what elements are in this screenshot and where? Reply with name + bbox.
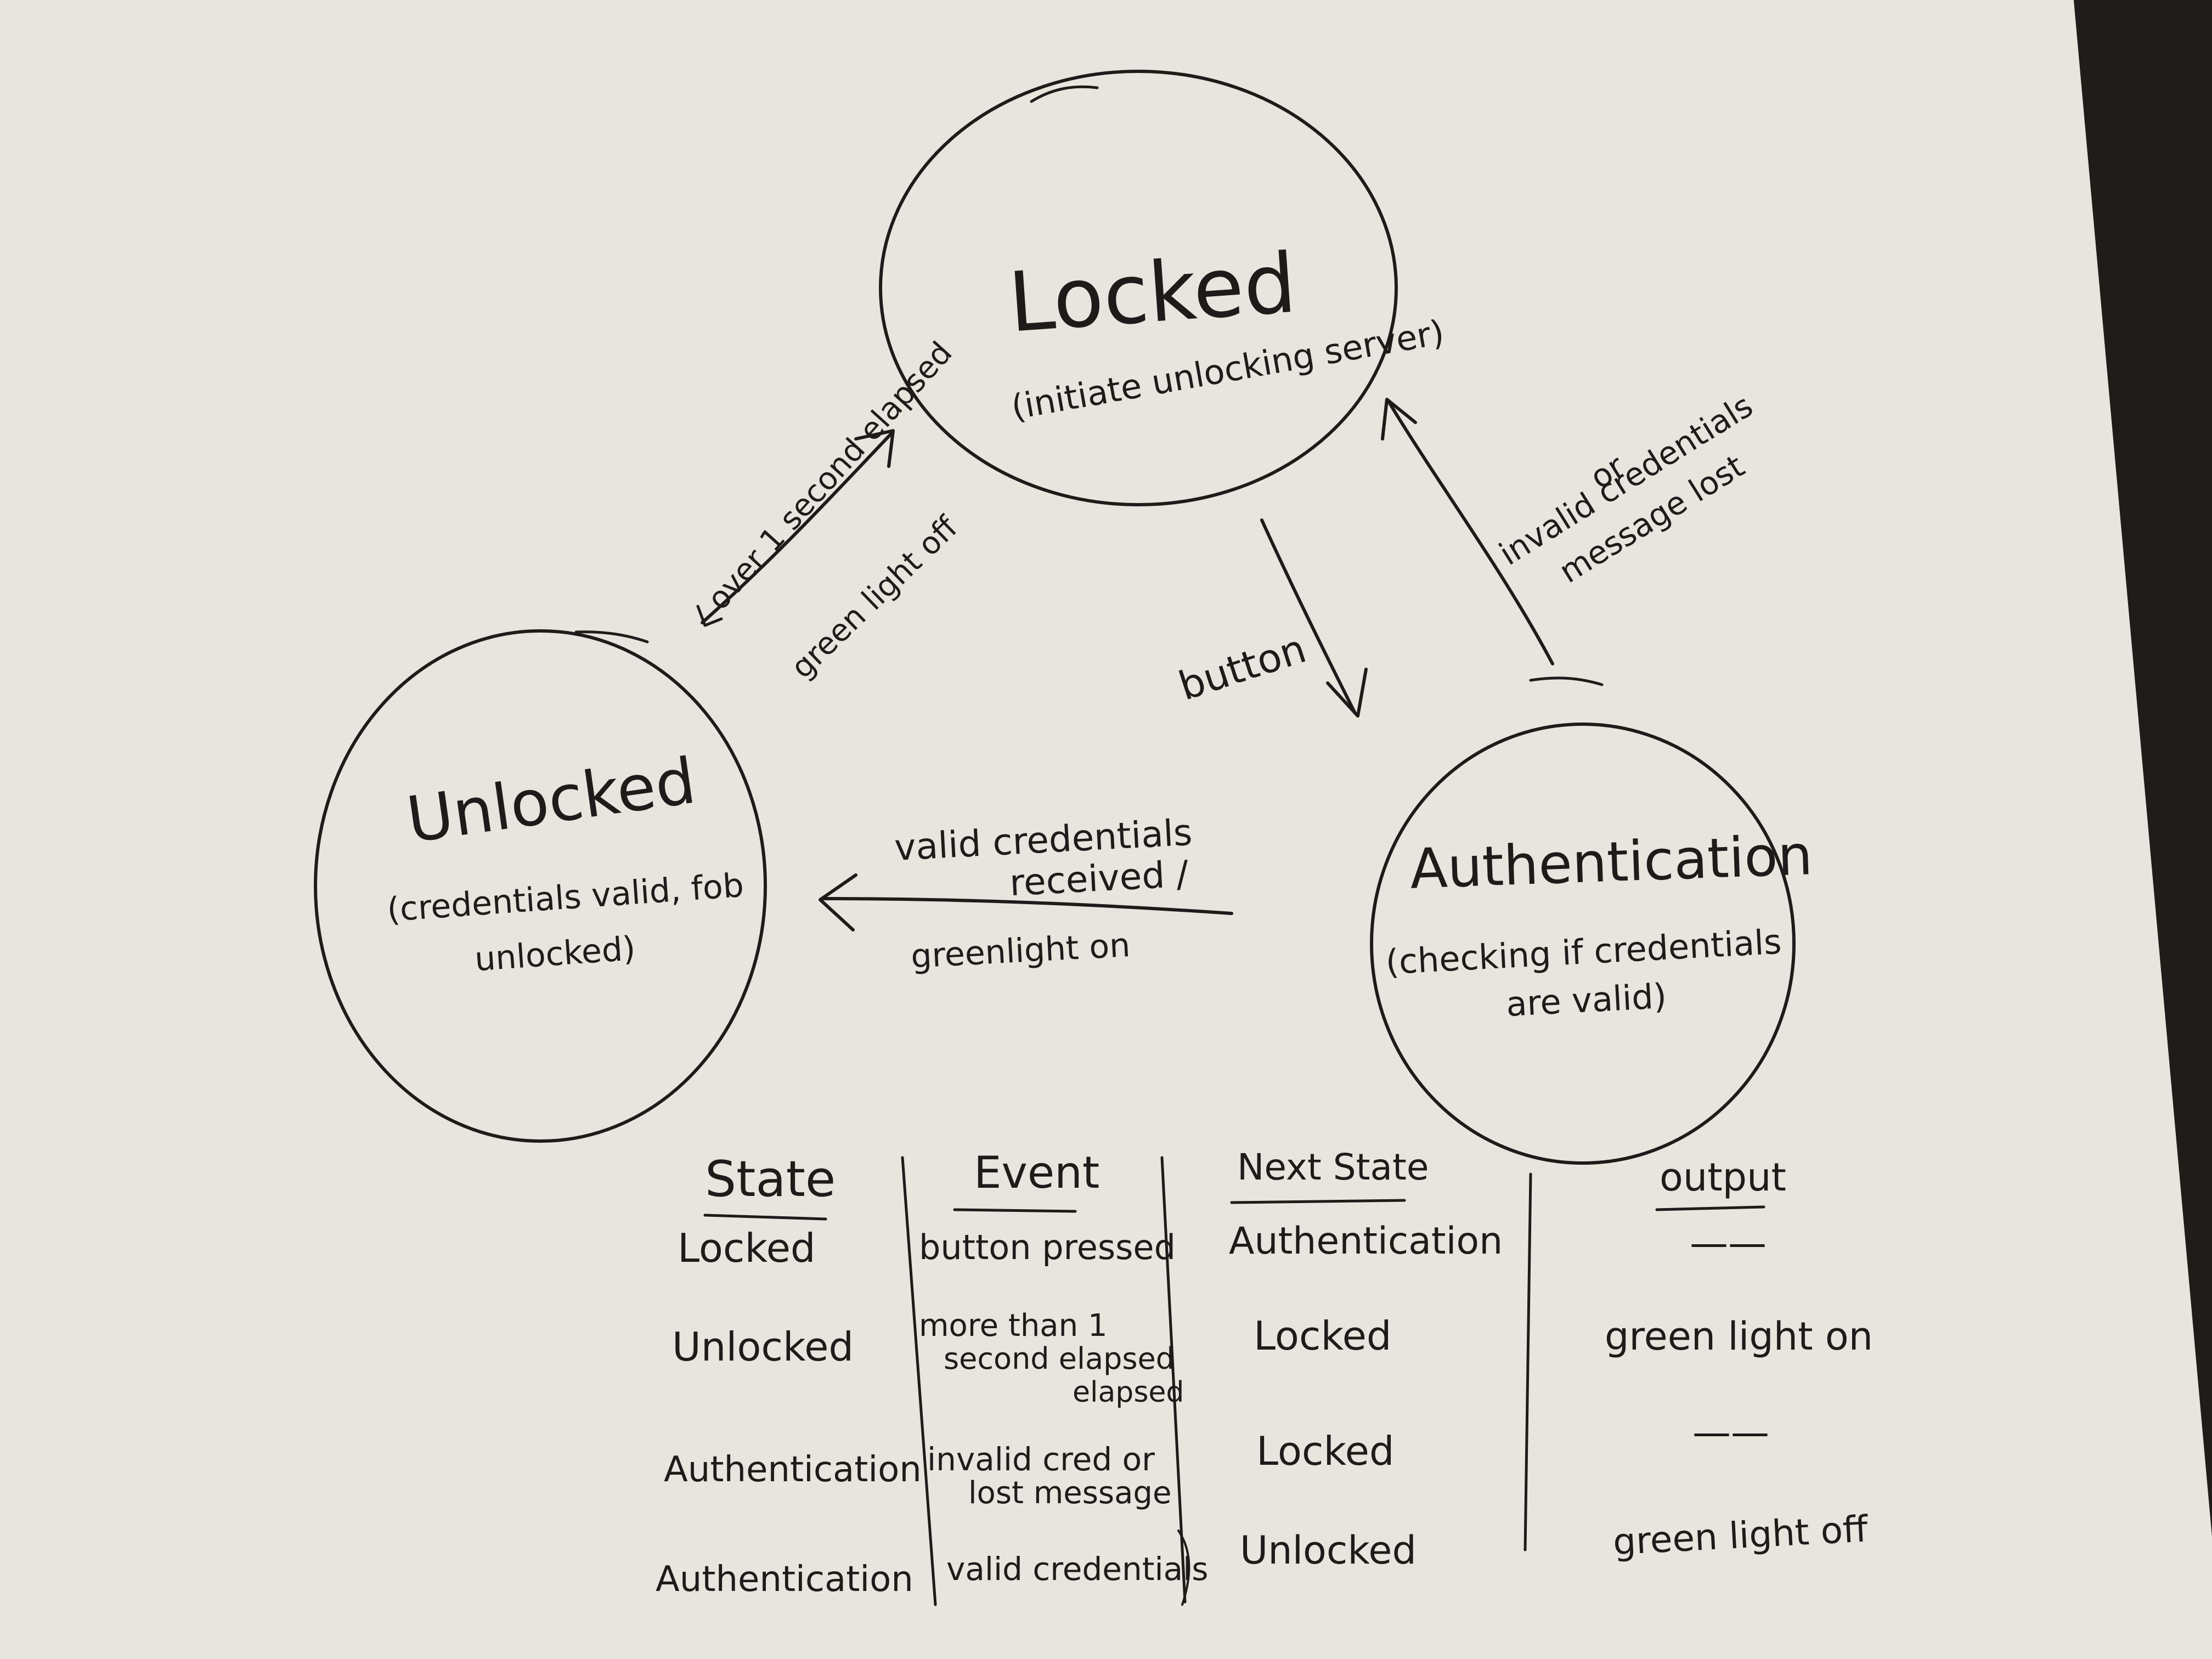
cell-next-state: Locked: [1254, 1313, 1392, 1359]
table-row: Authentication invalid cred or lost mess…: [664, 1410, 1769, 1511]
cell-event-line2: second elapsed: [944, 1341, 1175, 1376]
header-output: output: [1660, 1155, 1786, 1200]
state-unlocked-circle: [314, 629, 767, 1143]
cell-event: valid credentials: [946, 1550, 1208, 1588]
transition-table: State Event Next State output Locked but…: [656, 1146, 1873, 1606]
cell-next-state: Authentication: [1229, 1220, 1503, 1263]
table-row: Authentication valid credentials Unlocke…: [656, 1508, 1870, 1600]
arrow-timeout-head: [854, 429, 895, 468]
state-authentication-circle: [1370, 723, 1796, 1165]
arrow-invalid-head: [1381, 398, 1417, 441]
header-event: Event: [974, 1147, 1099, 1198]
header-underline-output: [1655, 1205, 1765, 1211]
cell-state: Unlocked: [672, 1324, 854, 1370]
cell-event-line3: elapsed: [1073, 1376, 1184, 1409]
cell-event-line1: invalid cred or: [927, 1441, 1155, 1478]
arrow-invalid-line: [1386, 399, 1554, 665]
header-state: State: [705, 1150, 836, 1208]
header-underline-next: [1230, 1199, 1406, 1204]
header-underline-event: [953, 1208, 1077, 1213]
state-locked-circle: [879, 70, 1398, 506]
cell-event-line2: lost message: [968, 1475, 1171, 1511]
cell-state: Authentication: [656, 1559, 913, 1600]
header-underline-state: [703, 1214, 827, 1221]
cell-state: Authentication: [664, 1449, 922, 1490]
cell-state: Locked: [678, 1225, 816, 1271]
cell-output: green light on: [1605, 1314, 1873, 1359]
state-authentication-name: Authentication: [1409, 823, 1814, 901]
cell-output: ——: [1692, 1410, 1769, 1455]
cell-next-state: Locked: [1256, 1428, 1395, 1474]
header-next-state: Next State: [1237, 1146, 1429, 1188]
state-authentication: Authentication (checking if credentials …: [1370, 676, 1814, 1165]
cell-event: button pressed: [919, 1227, 1176, 1267]
table-divider-2: [1160, 1156, 1187, 1604]
arrow-timeout-line: [701, 432, 893, 624]
state-locked-name: Locked: [1006, 236, 1299, 351]
arrow-button-head: [1326, 668, 1368, 718]
cell-output: ——: [1690, 1221, 1767, 1266]
table-row: Unlocked more than 1 second elapsed elap…: [672, 1308, 1873, 1409]
arrow-timeout-tail: [696, 605, 723, 627]
state-authentication-desc-2: are valid): [1505, 976, 1667, 1024]
arrow-valid-line: [821, 897, 1233, 915]
table-row: Locked button pressed Authentication ——: [678, 1220, 1767, 1271]
table-divider-1: [901, 1156, 937, 1606]
cell-next-state: Unlocked: [1240, 1528, 1417, 1573]
arrow-valid-head: [819, 873, 857, 932]
paper-shadow-edge: [2074, 0, 2212, 1536]
table-divider-3: [1523, 1172, 1532, 1551]
cell-event-line1: more than 1: [919, 1308, 1108, 1344]
arrow-button-line: [1260, 518, 1357, 715]
label-valid-2: received /: [1008, 853, 1190, 904]
